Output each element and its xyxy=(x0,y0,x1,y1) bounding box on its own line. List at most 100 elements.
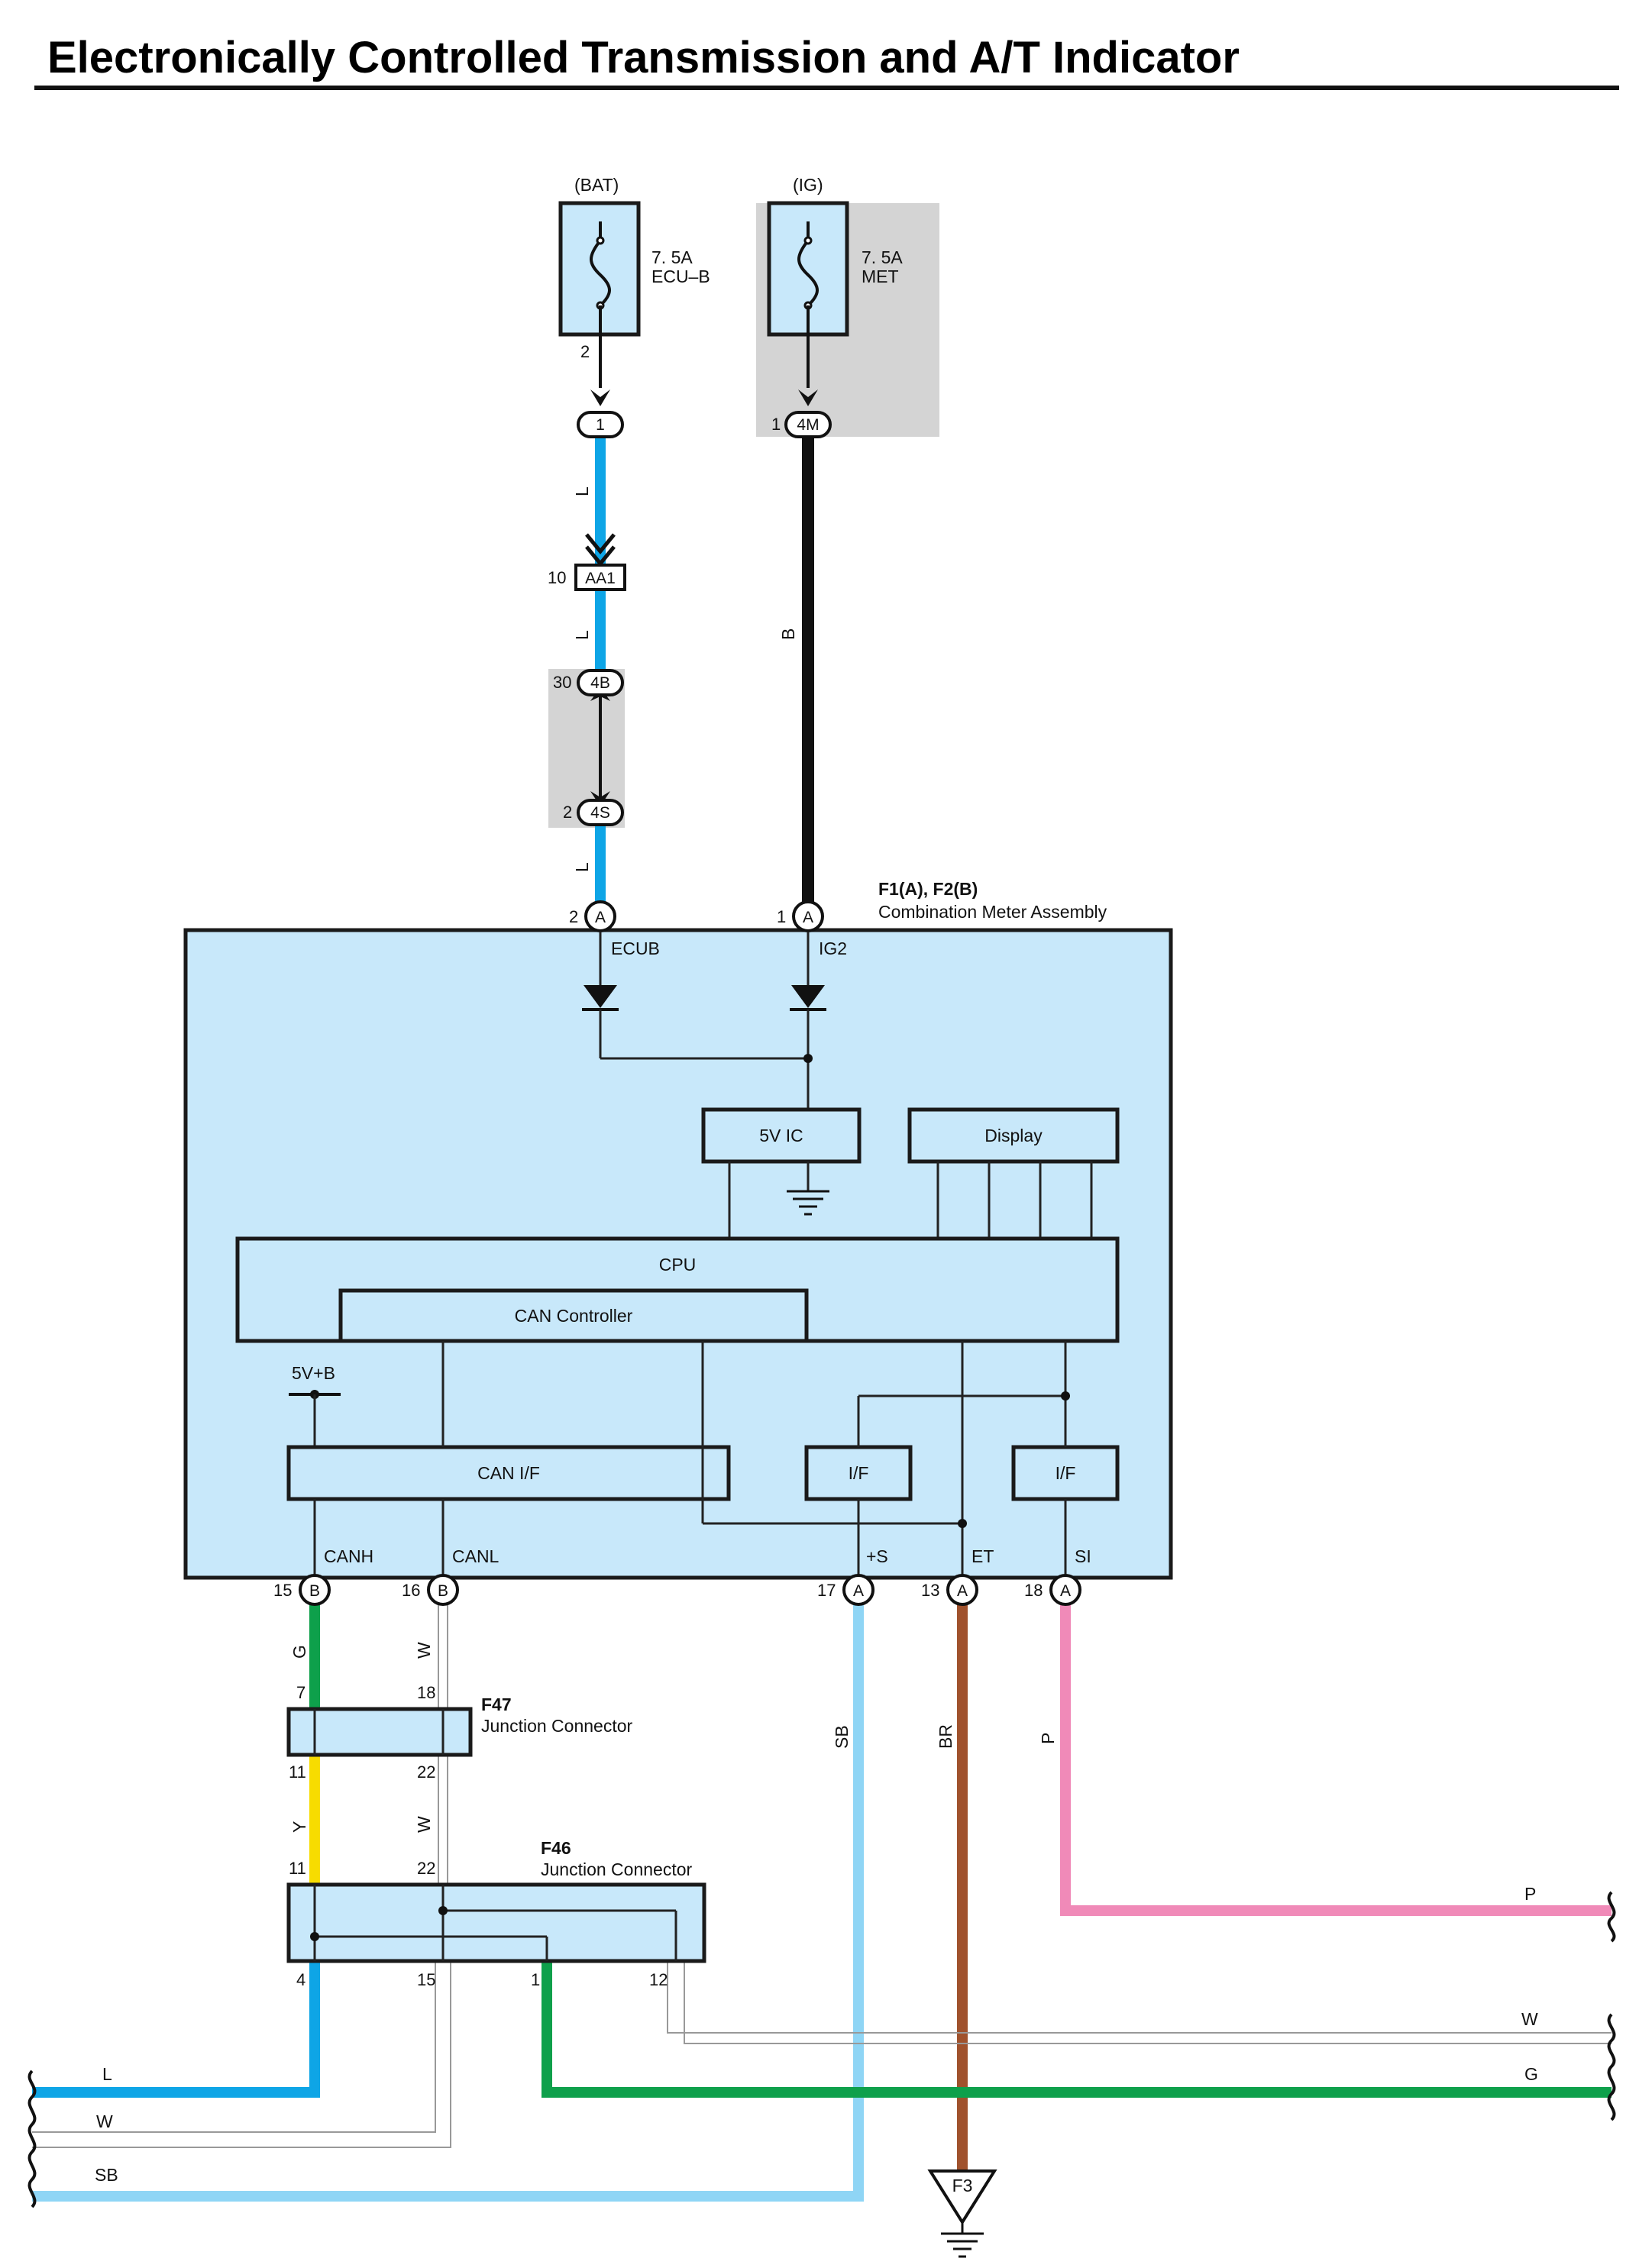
wire-w-junction xyxy=(438,1755,448,1885)
wire-label-w-1: W xyxy=(414,1642,434,1659)
pin-canl xyxy=(427,1574,459,1606)
f46-pin-b2: 15 xyxy=(417,1970,435,1989)
pin-si-conn: A xyxy=(1060,1582,1071,1600)
in-label-w: W xyxy=(96,2111,113,2131)
pin-ig2 xyxy=(792,900,824,932)
if-block-1 xyxy=(804,1445,913,1501)
page-title: Electronically Controlled Transmission a… xyxy=(47,33,1240,82)
f46-pin-tr: 22 xyxy=(417,1859,435,1878)
f47-junction-connector xyxy=(286,1707,473,1757)
can-if-block xyxy=(286,1445,731,1501)
out-label-g: G xyxy=(1524,2064,1538,2084)
wire-label-l-1: L xyxy=(572,486,592,496)
meter-name: Combination Meter Assembly xyxy=(878,902,1107,922)
connector-1 xyxy=(577,411,624,438)
connector-4s xyxy=(577,799,624,826)
wire-label-p: P xyxy=(1038,1733,1058,1744)
out-label-w: W xyxy=(1521,2009,1538,2029)
pin-canh-conn: B xyxy=(309,1582,320,1600)
pin-label-canh: CANH xyxy=(324,1546,373,1566)
connector-aa1-pin: 10 xyxy=(548,568,566,587)
f46-ref: F46 xyxy=(541,1838,571,1858)
meter-ref: F1(A), F2(B) xyxy=(878,879,978,899)
ground-f3-icon xyxy=(927,2169,997,2258)
f47-pin-br: 22 xyxy=(417,1762,435,1782)
pin-ecub xyxy=(584,900,616,932)
pin-label-si: SI xyxy=(1075,1546,1091,1566)
cpu-label: CPU xyxy=(659,1255,697,1275)
pin-label-et: ET xyxy=(971,1546,994,1566)
pin-s-num: 17 xyxy=(817,1581,836,1600)
in-label-l: L xyxy=(102,2064,112,2084)
f46-pin-b3: 1 xyxy=(531,1970,540,1989)
connector-4m xyxy=(784,411,832,438)
wire-label-y: Y xyxy=(289,1821,309,1833)
out-label-p: P xyxy=(1524,1884,1536,1904)
in-label-sb: SB xyxy=(95,2165,118,2185)
wire-label-l-3: L xyxy=(572,862,592,872)
wire-label-g: G xyxy=(289,1645,309,1659)
ecub-fuse-icon xyxy=(590,221,611,334)
f47-pin-tl: 7 xyxy=(296,1683,306,1702)
connector-4s-id: 4S xyxy=(590,804,610,822)
chevron-down-icon xyxy=(590,389,610,406)
wire-label-sb: SB xyxy=(832,1725,852,1749)
pin-ecub-num: 2 xyxy=(569,907,578,926)
ig2-label: IG2 xyxy=(819,939,847,958)
junction-dot xyxy=(803,1054,813,1063)
diode-ecub-icon xyxy=(582,932,619,1058)
wire-w-out-left xyxy=(32,1961,451,2148)
wire-w-canl xyxy=(438,1592,448,1709)
met-fuse-icon xyxy=(797,221,819,334)
f47-name: Junction Connector xyxy=(481,1716,633,1736)
pin-s xyxy=(842,1574,874,1606)
pin-label-s: +S xyxy=(866,1546,888,1566)
ecub-label: ECUB xyxy=(611,939,660,958)
wire-g-out xyxy=(542,1961,1612,2098)
ground-f3-label: F3 xyxy=(952,2176,973,2195)
f47-ref: F47 xyxy=(481,1695,512,1714)
f46-pin-b1: 4 xyxy=(296,1970,306,1989)
chevron-down-icon xyxy=(798,389,818,406)
f47-pin-tr: 18 xyxy=(417,1683,435,1702)
pin-s-conn: A xyxy=(853,1582,864,1600)
connector-4b-id: 4B xyxy=(590,674,610,692)
connector-4m-id: 4M xyxy=(797,416,819,434)
pin-si-num: 18 xyxy=(1024,1581,1043,1600)
connector-4m-pin: 1 xyxy=(771,415,781,434)
5v-ic-block xyxy=(701,1107,862,1164)
pin-canl-num: 16 xyxy=(402,1581,420,1600)
bat-source-label: (BAT) xyxy=(574,175,619,195)
met-fuse-rating: 7. 5A xyxy=(862,247,903,267)
ground-icon xyxy=(787,1161,829,1216)
wire-sb xyxy=(32,1592,864,2202)
pin-ecub-conn: A xyxy=(595,909,606,926)
pin-ig2-conn: A xyxy=(803,909,813,926)
junction-dot xyxy=(1061,1391,1070,1401)
wire-label-w-2: W xyxy=(414,1816,434,1833)
pin-canh xyxy=(299,1574,331,1606)
f46-name: Junction Connector xyxy=(541,1859,693,1879)
ecub-fuse-rating: 7. 5A xyxy=(651,247,693,267)
break-left-icon xyxy=(27,2069,37,2208)
pin-canh-num: 15 xyxy=(273,1581,292,1600)
break-right-icon xyxy=(1607,1891,1616,2121)
connector-4s-pin: 2 xyxy=(563,803,572,822)
f46-internal-wiring xyxy=(310,1885,677,1961)
pin-et-conn: A xyxy=(957,1582,968,1600)
pin-canl-conn: B xyxy=(438,1582,448,1600)
wire-w-out-right xyxy=(667,1961,1612,2044)
can-controller-label: CAN Controller xyxy=(515,1306,633,1326)
5v-ic-label: 5V IC xyxy=(759,1126,803,1145)
pin-et xyxy=(946,1574,978,1606)
ig-source-label: (IG) xyxy=(793,175,823,195)
f46-pin-tl: 11 xyxy=(289,1859,306,1878)
connector-1-id: 1 xyxy=(596,416,605,434)
pin-label-canl: CANL xyxy=(452,1546,499,1566)
wire-label-b: B xyxy=(778,628,798,640)
wire-label-br: BR xyxy=(936,1724,955,1749)
ecub-fuse-pin: 2 xyxy=(580,342,590,361)
connector-4b xyxy=(577,669,624,696)
if-label-1: I/F xyxy=(849,1463,869,1483)
pin-ig2-num: 1 xyxy=(777,907,786,926)
